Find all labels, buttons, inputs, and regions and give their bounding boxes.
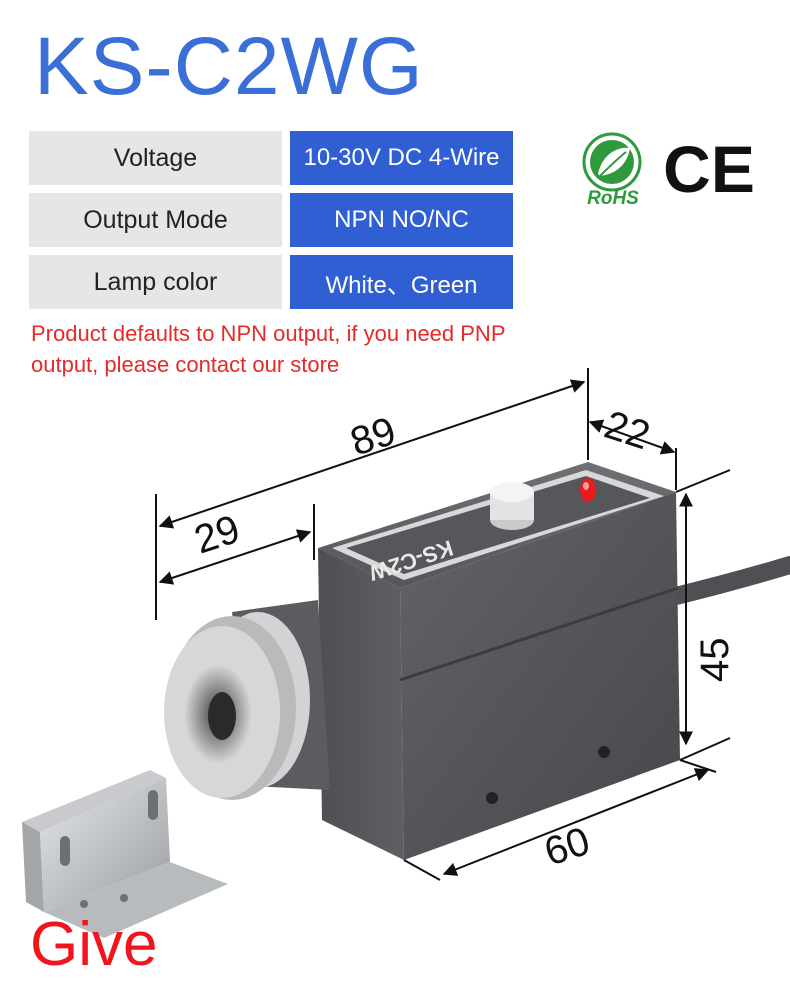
dim-height-45: 45 <box>693 638 737 683</box>
product-title: KS-C2WG <box>34 21 424 112</box>
rohs-leaf-icon: RoHS <box>582 132 642 208</box>
ce-text: CE <box>665 136 753 198</box>
dim-lens-29: 29 <box>189 507 245 563</box>
spec-value: White、Green <box>290 255 513 309</box>
dim-width-22: 22 <box>599 403 655 459</box>
sensor-lens <box>164 600 330 800</box>
product-drawing: KS-C2W <box>22 368 790 938</box>
give-text: Give <box>30 910 158 979</box>
spec-row-output-mode: Output Mode NPN NO/NC <box>29 193 513 247</box>
store-note: Product defaults to NPN output, if you n… <box>31 321 506 377</box>
cable <box>651 556 790 609</box>
spec-value: 10-30V DC 4-Wire <box>290 131 513 185</box>
sensor-body: KS-C2W <box>318 462 680 860</box>
mounting-bracket <box>22 770 228 938</box>
spec-row-voltage: Voltage 10-30V DC 4-Wire <box>29 131 513 185</box>
ce-mark-icon: CE <box>665 136 753 198</box>
rohs-text: RoHS <box>587 188 639 208</box>
dim-length-89: 89 <box>345 409 401 465</box>
spec-label: Lamp color <box>29 255 282 309</box>
spec-label: Voltage <box>29 131 282 185</box>
dim-base-60: 60 <box>539 819 595 875</box>
dimension-lines <box>155 368 731 881</box>
spec-label: Output Mode <box>29 193 282 247</box>
spec-value: NPN NO/NC <box>290 193 513 247</box>
spec-row-lamp-color: Lamp color White、Green <box>29 255 513 309</box>
